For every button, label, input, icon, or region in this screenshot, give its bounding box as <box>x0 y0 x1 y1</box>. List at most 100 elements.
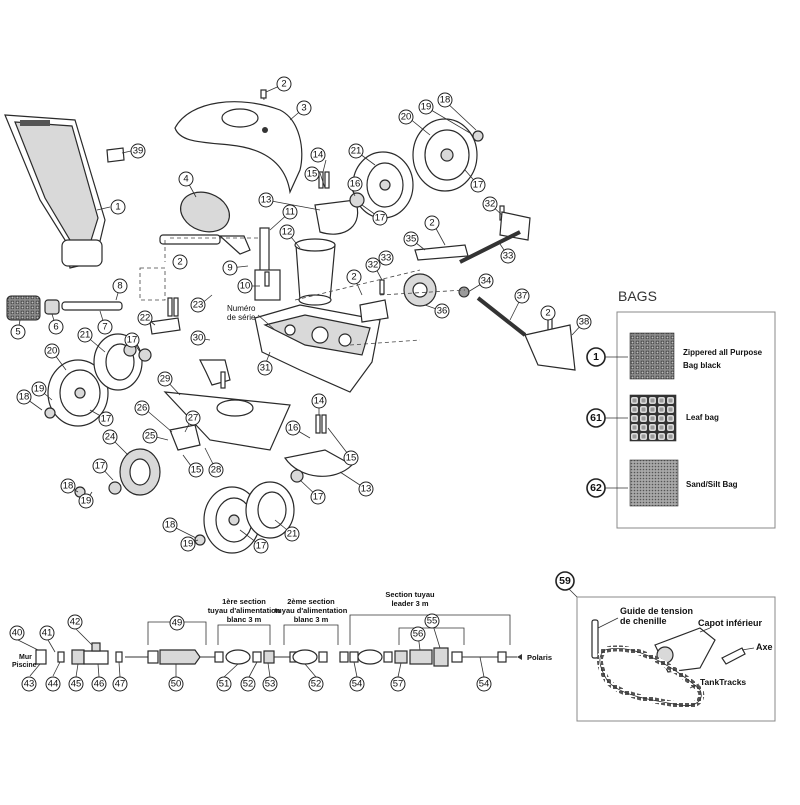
callouts-main: 1 39 2 3 4 5 6 7 8 9 10 11 12 13 14 15 1… <box>10 76 592 554</box>
svg-text:37: 37 <box>517 291 528 302</box>
svg-text:25: 25 <box>145 431 156 442</box>
callout-2e: 2 <box>172 254 188 270</box>
svg-text:35: 35 <box>406 234 417 245</box>
callout-25: 25 <box>142 428 158 444</box>
svg-text:2: 2 <box>545 308 550 319</box>
svg-text:24: 24 <box>105 432 116 443</box>
callout-7: 7 <box>97 319 113 335</box>
svg-text:2: 2 <box>351 272 356 283</box>
tank-tracks-brand: TankTracks <box>700 677 746 687</box>
callout-22: 22 <box>137 310 153 326</box>
callout-19a: 19 <box>418 99 434 115</box>
guide-label-2: de chenille <box>620 616 667 626</box>
svg-text:17: 17 <box>256 541 267 552</box>
callout-15c: 15 <box>343 450 359 466</box>
callout-55: 55 <box>424 613 440 629</box>
tank-tracks-panel: 59 Guide de tension de chenille Capot in… <box>555 571 776 722</box>
svg-text:29: 29 <box>160 374 171 385</box>
callout-30: 30 <box>190 330 206 346</box>
part-cylinder <box>294 238 336 306</box>
svg-text:27: 27 <box>188 413 199 424</box>
screws <box>167 171 553 434</box>
svg-text:3: 3 <box>301 103 306 114</box>
svg-text:42: 42 <box>70 617 81 628</box>
callout-26: 26 <box>134 400 150 416</box>
svg-text:53: 53 <box>265 679 276 690</box>
svg-text:57: 57 <box>393 679 404 690</box>
part-bag <box>4 114 106 269</box>
callout-28: 28 <box>208 462 224 478</box>
leader-label-2: leader 3 m <box>391 599 428 608</box>
svg-text:9: 9 <box>227 263 232 274</box>
callout-24: 24 <box>102 429 118 445</box>
callout-45: 45 <box>68 676 84 692</box>
tension-guide <box>591 619 599 659</box>
callout-17a: 17 <box>470 177 486 193</box>
callout-15a: 15 <box>304 166 320 182</box>
svg-text:2: 2 <box>429 218 434 229</box>
callout-33a: 33 <box>500 248 516 264</box>
svg-text:26: 26 <box>137 403 148 414</box>
svg-text:10: 10 <box>240 281 251 292</box>
callout-47: 47 <box>112 676 128 692</box>
part-chassis <box>254 304 381 393</box>
svg-text:18: 18 <box>63 481 74 492</box>
callout-35: 35 <box>403 231 419 247</box>
svg-text:45: 45 <box>71 679 82 690</box>
callout-54b: 54 <box>476 676 492 692</box>
part-top-cover <box>174 101 303 195</box>
svg-text:32: 32 <box>368 260 379 271</box>
callout-38: 38 <box>576 314 592 330</box>
callout-42: 42 <box>67 614 83 630</box>
callout-36: 36 <box>434 303 450 319</box>
hub-bearings <box>44 130 484 546</box>
svg-text:32: 32 <box>485 199 496 210</box>
callout-10: 10 <box>237 278 253 294</box>
callout-43: 43 <box>21 676 37 692</box>
part-float <box>180 191 230 233</box>
callout-57: 57 <box>390 676 406 692</box>
callout-16a: 16 <box>347 176 363 192</box>
callout-21c: 21 <box>284 526 300 542</box>
svg-text:7: 7 <box>102 322 107 333</box>
serial-label-line1: Numéro <box>227 304 256 313</box>
bags-title: BAGS <box>618 288 657 304</box>
part-upper-shroud <box>314 199 359 235</box>
callout-39: 39 <box>130 143 146 159</box>
svg-text:19: 19 <box>81 496 92 507</box>
valve-top <box>91 642 101 652</box>
section2-label-2: tuyau d'alimentation <box>275 606 348 615</box>
callout-14a: 14 <box>310 147 326 163</box>
svg-text:62: 62 <box>590 482 602 494</box>
bag-zippered-label-1: Zippered all Purpose <box>683 348 763 357</box>
svg-text:8: 8 <box>117 281 122 292</box>
callout-8: 8 <box>112 278 128 294</box>
svg-text:17: 17 <box>101 414 112 425</box>
polaris-label: Polaris <box>527 653 552 662</box>
svg-text:17: 17 <box>313 492 324 503</box>
svg-text:50: 50 <box>171 679 182 690</box>
leader-label-1: Section tuyau <box>385 590 435 599</box>
callout-9: 9 <box>222 260 238 276</box>
svg-text:2: 2 <box>177 257 182 268</box>
section1-label-2: tuyau d'alimentation <box>208 606 281 615</box>
svg-text:13: 13 <box>361 484 372 495</box>
part-inlet-tube <box>159 227 281 301</box>
section2-label-3: blanc 3 m <box>294 615 329 624</box>
callout-29: 29 <box>157 371 173 387</box>
svg-text:34: 34 <box>481 276 492 287</box>
callout-37: 37 <box>514 288 530 304</box>
hose-line <box>125 647 522 667</box>
bag-zippered-label-2: Bag black <box>683 361 721 370</box>
svg-text:16: 16 <box>288 423 299 434</box>
callout-20a: 20 <box>398 109 414 125</box>
valve-body <box>83 650 109 665</box>
callout-18d: 18 <box>162 517 178 533</box>
svg-text:20: 20 <box>401 112 412 123</box>
svg-text:21: 21 <box>287 529 298 540</box>
svg-text:41: 41 <box>42 628 53 639</box>
callout-41: 41 <box>39 625 55 641</box>
bag-zippered-swatch <box>629 332 675 380</box>
callout-31: 31 <box>257 360 273 376</box>
svg-text:47: 47 <box>115 679 126 690</box>
